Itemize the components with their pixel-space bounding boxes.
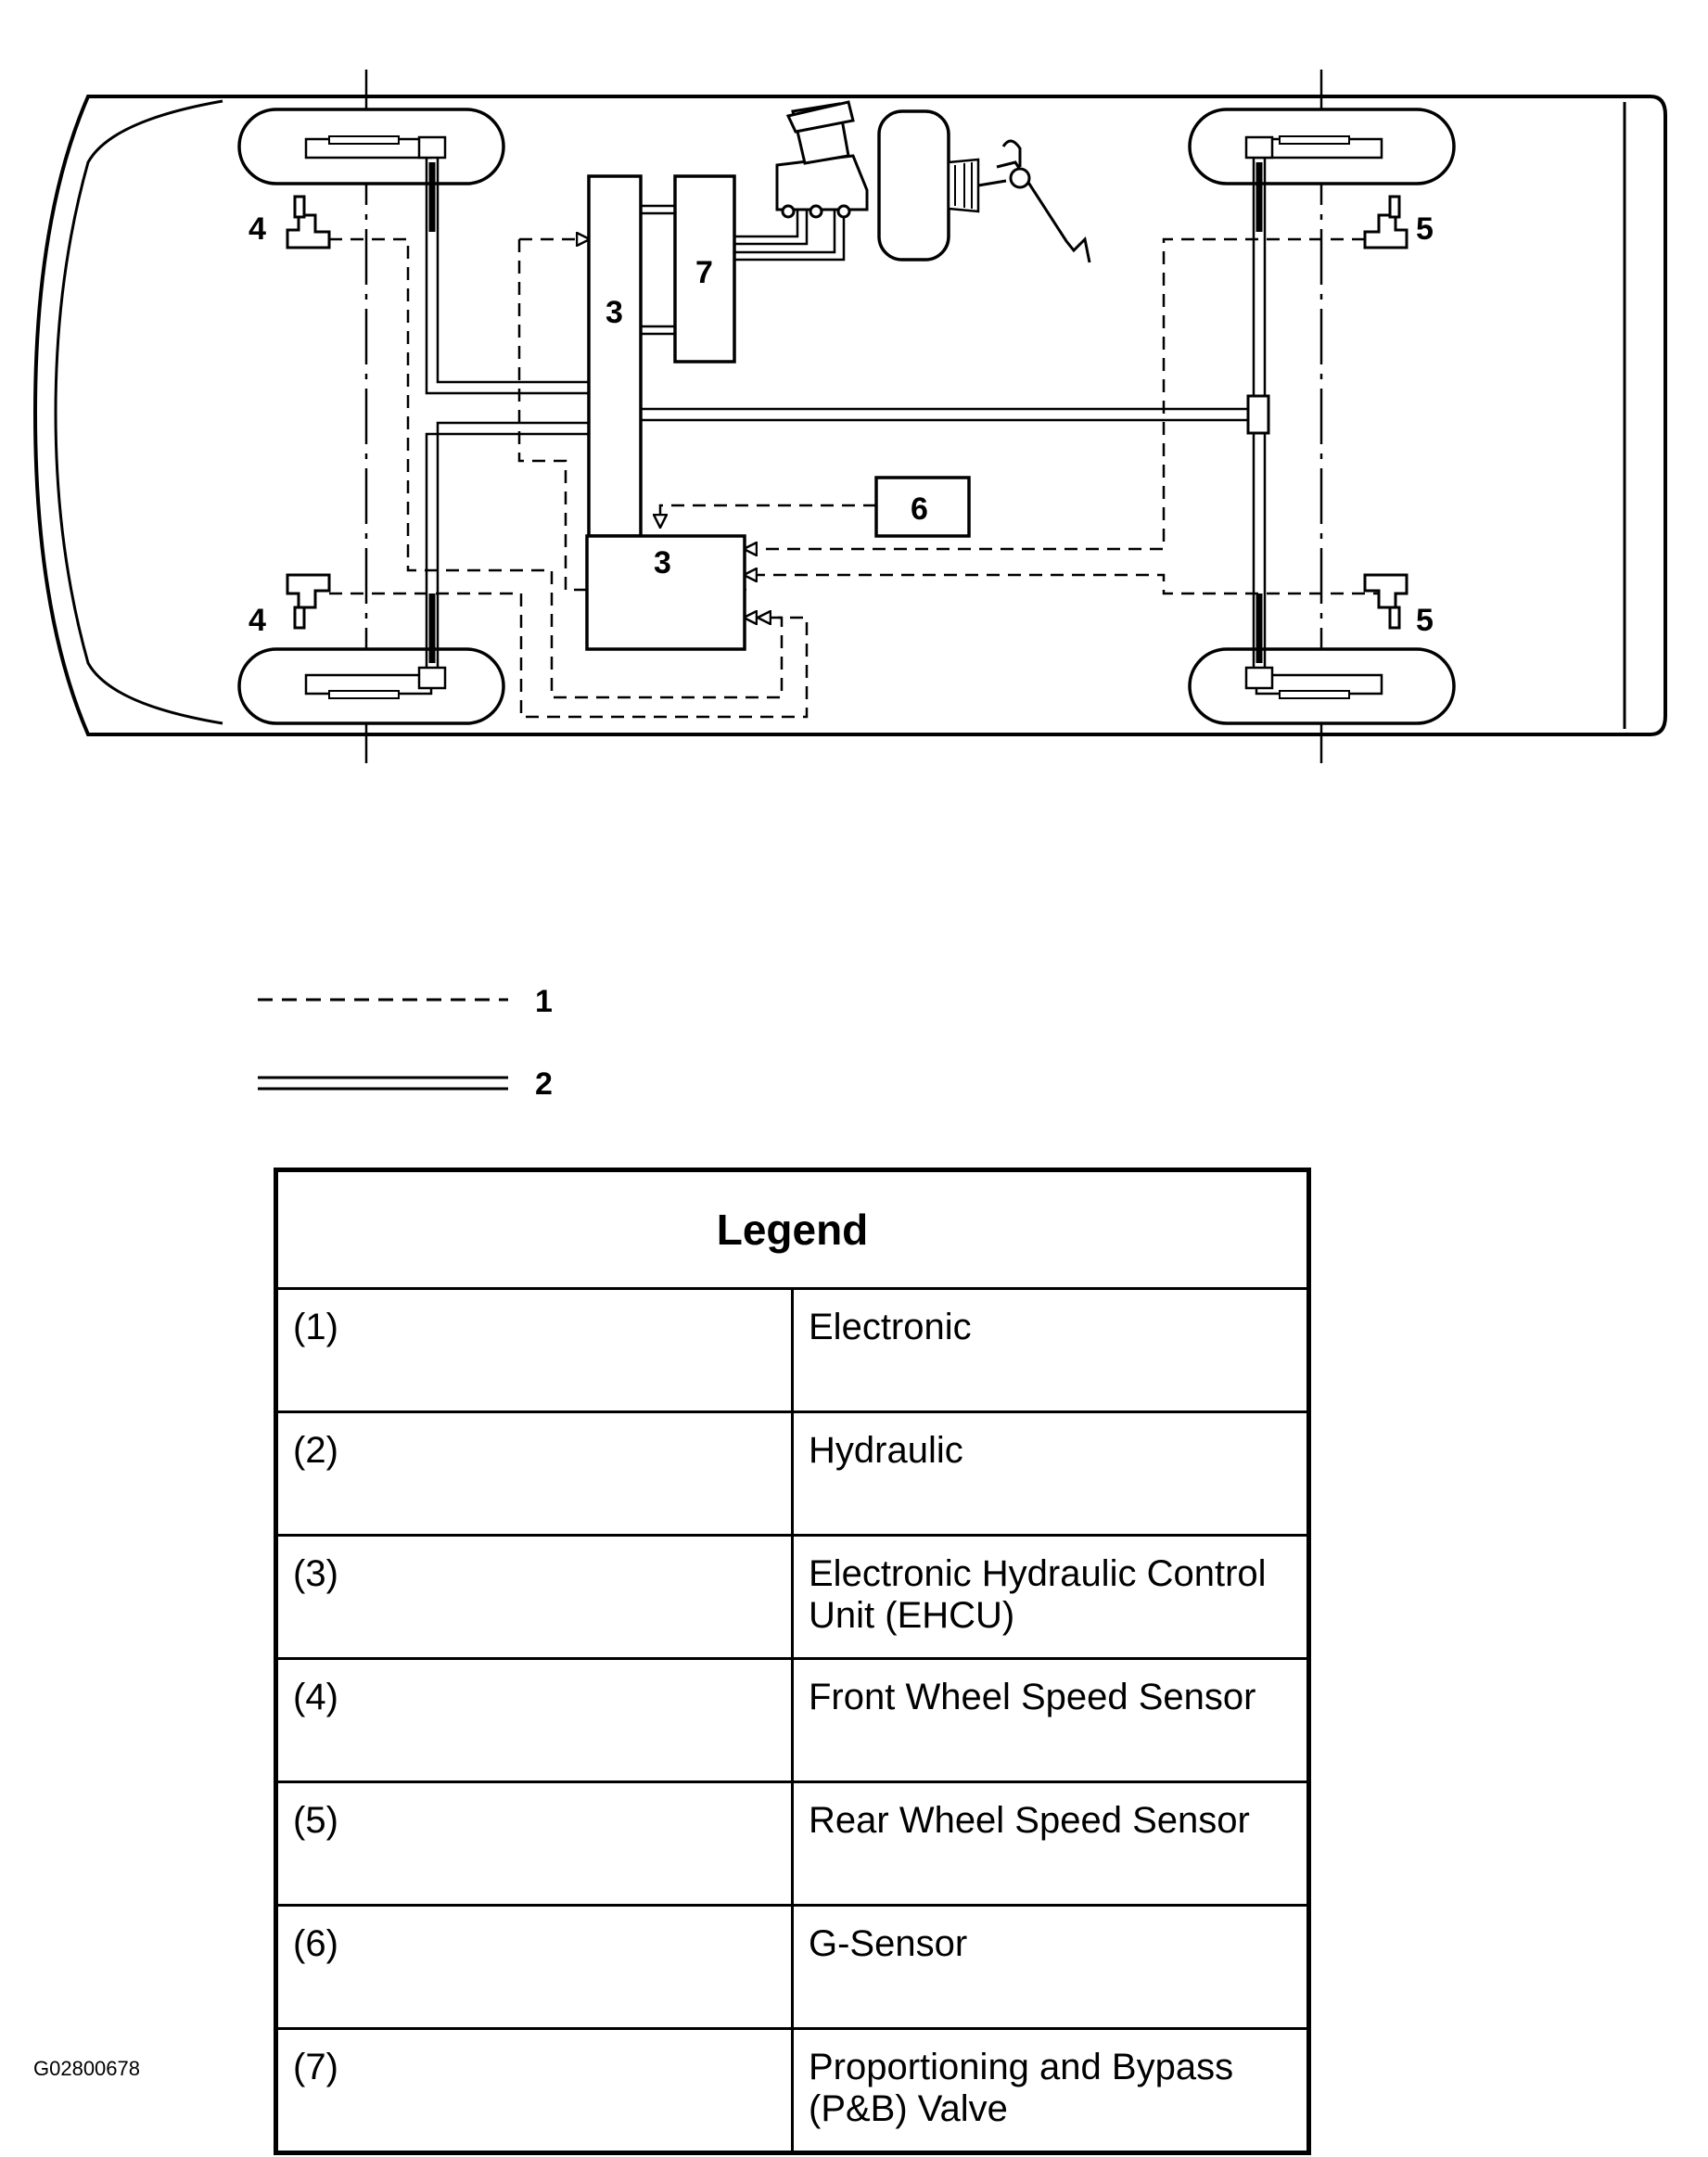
callout-4-upper: 4 [249,211,266,247]
master-cylinder [775,100,869,219]
legend-description: Electronic Hydraulic Control Unit (EHCU) [792,1534,1309,1659]
rear-left-speed-sensor [1363,195,1408,249]
legend-code: (5) [275,1780,794,1906]
figure-id: G02800678 [33,2057,140,2080]
vehicle-body-outline [32,95,1667,736]
rear-left-wheel [1188,108,1456,185]
legend-description: Electronic [792,1287,1309,1412]
hydraulic-line-thick-segments [428,162,1263,663]
legend-description: Proportioning and Bypass (P&B) Valve [792,2027,1309,2153]
rear-right-speed-sensor [1363,573,1408,630]
pb-valve-block [673,174,736,364]
rear-right-wheel [1188,647,1456,725]
legend-code: (4) [275,1657,794,1782]
electronic-lines [329,239,1386,719]
legend-description: Rear Wheel Speed Sensor [792,1780,1309,1906]
g-sensor-block [874,476,971,538]
legend-row: (2) Hydraulic [275,1410,1309,1536]
line-key: 1 2 [258,984,553,1102]
abs-system-diagram: 4 4 5 5 3 3 7 6 1 2 [32,70,1667,1102]
legend-title: Legend [275,1169,1309,1290]
front-left-speed-sensor [286,195,331,249]
rear-tee-junction [1246,394,1270,435]
callout-4-lower: 4 [249,603,266,638]
front-right-speed-sensor [286,573,331,630]
legend-table: Legend (1) Electronic (2) Hydraulic (3) … [274,1168,1311,2155]
legend-description: Front Wheel Speed Sensor [792,1657,1309,1782]
callout-5-lower: 5 [1416,603,1434,638]
legend-row: (3) Electronic Hydraulic Control Unit (E… [275,1534,1309,1659]
brake-booster [877,109,980,262]
legend-header-row: Legend [275,1169,1309,1290]
legend-code: (2) [275,1410,794,1536]
wheel-brake-fittings [417,135,1274,690]
legend-row: (6) G-Sensor [275,1904,1309,2029]
legend-row: (1) Electronic [275,1287,1309,1412]
legend-row: (7) Proportioning and Bypass (P&B) Valve [275,2027,1309,2153]
legend-row: (4) Front Wheel Speed Sensor [275,1657,1309,1782]
callout-6: 6 [911,491,928,527]
legend-row: (5) Rear Wheel Speed Sensor [275,1780,1309,1906]
legend-description: G-Sensor [792,1904,1309,2029]
callout-3-upper: 3 [605,295,623,330]
line-key-label-2: 2 [535,1066,553,1102]
line-key-label-1: 1 [535,984,553,1019]
ehcu-upper-block [587,174,643,538]
legend-code: (3) [275,1534,794,1659]
callout-5-upper: 5 [1416,211,1434,247]
callout-7: 7 [695,255,713,290]
legend-code: (1) [275,1287,794,1412]
legend-description: Hydraulic [792,1410,1309,1536]
legend-code: (7) [275,2027,794,2153]
ehcu-lower-block [585,534,746,651]
brake-pedal [977,139,1091,263]
callout-3-lower: 3 [654,545,671,581]
front-right-wheel [237,647,505,725]
legend-code: (6) [275,1904,794,2029]
front-left-wheel [237,108,505,185]
